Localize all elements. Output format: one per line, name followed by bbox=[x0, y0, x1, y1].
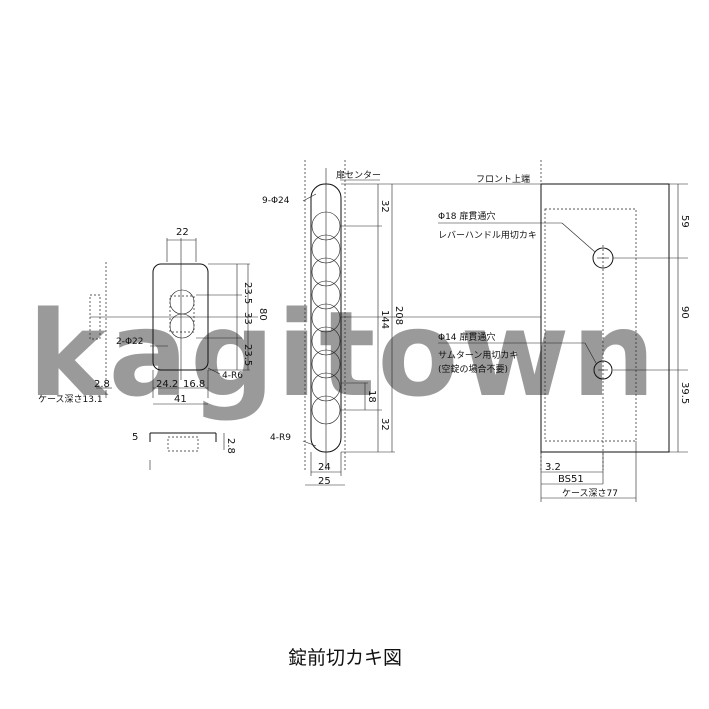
dim-144: 144 bbox=[379, 310, 390, 329]
label-hole-14: Φ14 扉貫通穴 bbox=[438, 331, 495, 343]
dim-25: 25 bbox=[318, 476, 331, 487]
label-front-top: フロント上端 bbox=[476, 173, 530, 185]
dim-2-8: 2.8 bbox=[94, 379, 110, 390]
dim-18: 18 bbox=[366, 390, 377, 403]
label-door-center: 扉センター bbox=[336, 169, 381, 181]
dim-32-bot: 32 bbox=[379, 418, 390, 431]
dim-33: 33 bbox=[242, 312, 253, 325]
middle-view: 扉センター 9-Φ24 32 144 208 18 32 4-R9 24 25 bbox=[262, 160, 404, 487]
label-4-r6: 4-R6 bbox=[222, 371, 243, 381]
dim-24: 24 bbox=[318, 462, 331, 473]
dim-208: 208 bbox=[393, 306, 404, 325]
right-view: フロント上端 Φ18 扉貫通穴 レバーハンドル用切カキ Φ14 扉貫通穴 サムタ… bbox=[394, 160, 690, 502]
label-hole-18: Φ18 扉貫通穴 bbox=[438, 210, 495, 222]
caption: 錠前切カキ図 bbox=[288, 647, 402, 669]
label-case-depth-left: ケース深さ13.1 bbox=[38, 394, 103, 405]
watermark: kagitown bbox=[28, 285, 658, 423]
label-4-r9: 4-R9 bbox=[270, 433, 291, 443]
dim-24-2: 24.2 bbox=[156, 379, 178, 390]
left-view: 22 23.5 33 23.5 80 2-Φ22 4-R6 24.2 16.8 … bbox=[38, 227, 268, 470]
label-hole-14-note1: サムターン用切カキ bbox=[438, 350, 518, 361]
dim-side-5: 5 bbox=[132, 432, 138, 443]
dim-39-5: 39.5 bbox=[679, 382, 690, 404]
dim-23-5-bot: 23.5 bbox=[242, 344, 253, 366]
label-hole-14-note2: (空錠の場合不要) bbox=[438, 363, 508, 375]
dim-16-8: 16.8 bbox=[183, 379, 205, 390]
dim-59: 59 bbox=[679, 215, 690, 228]
dim-23-5-top: 23.5 bbox=[242, 282, 253, 304]
dim-bs51: BS51 bbox=[558, 474, 584, 485]
dim-side-2-8: 2.8 bbox=[225, 438, 236, 454]
dim-32-top: 32 bbox=[379, 200, 390, 213]
label-case-depth-right: ケース深さ77 bbox=[562, 488, 618, 499]
dim-80: 80 bbox=[257, 308, 268, 321]
label-2-phi22: 2-Φ22 bbox=[116, 337, 144, 347]
dim-22: 22 bbox=[176, 227, 189, 238]
label-hole-18-note: レバーハンドル用切カキ bbox=[438, 230, 537, 241]
dim-41: 41 bbox=[174, 394, 187, 405]
label-9-phi24: 9-Φ24 bbox=[262, 196, 290, 206]
case-outline bbox=[540, 183, 670, 453]
dim-3-2: 3.2 bbox=[545, 462, 561, 473]
dim-90: 90 bbox=[679, 306, 690, 319]
